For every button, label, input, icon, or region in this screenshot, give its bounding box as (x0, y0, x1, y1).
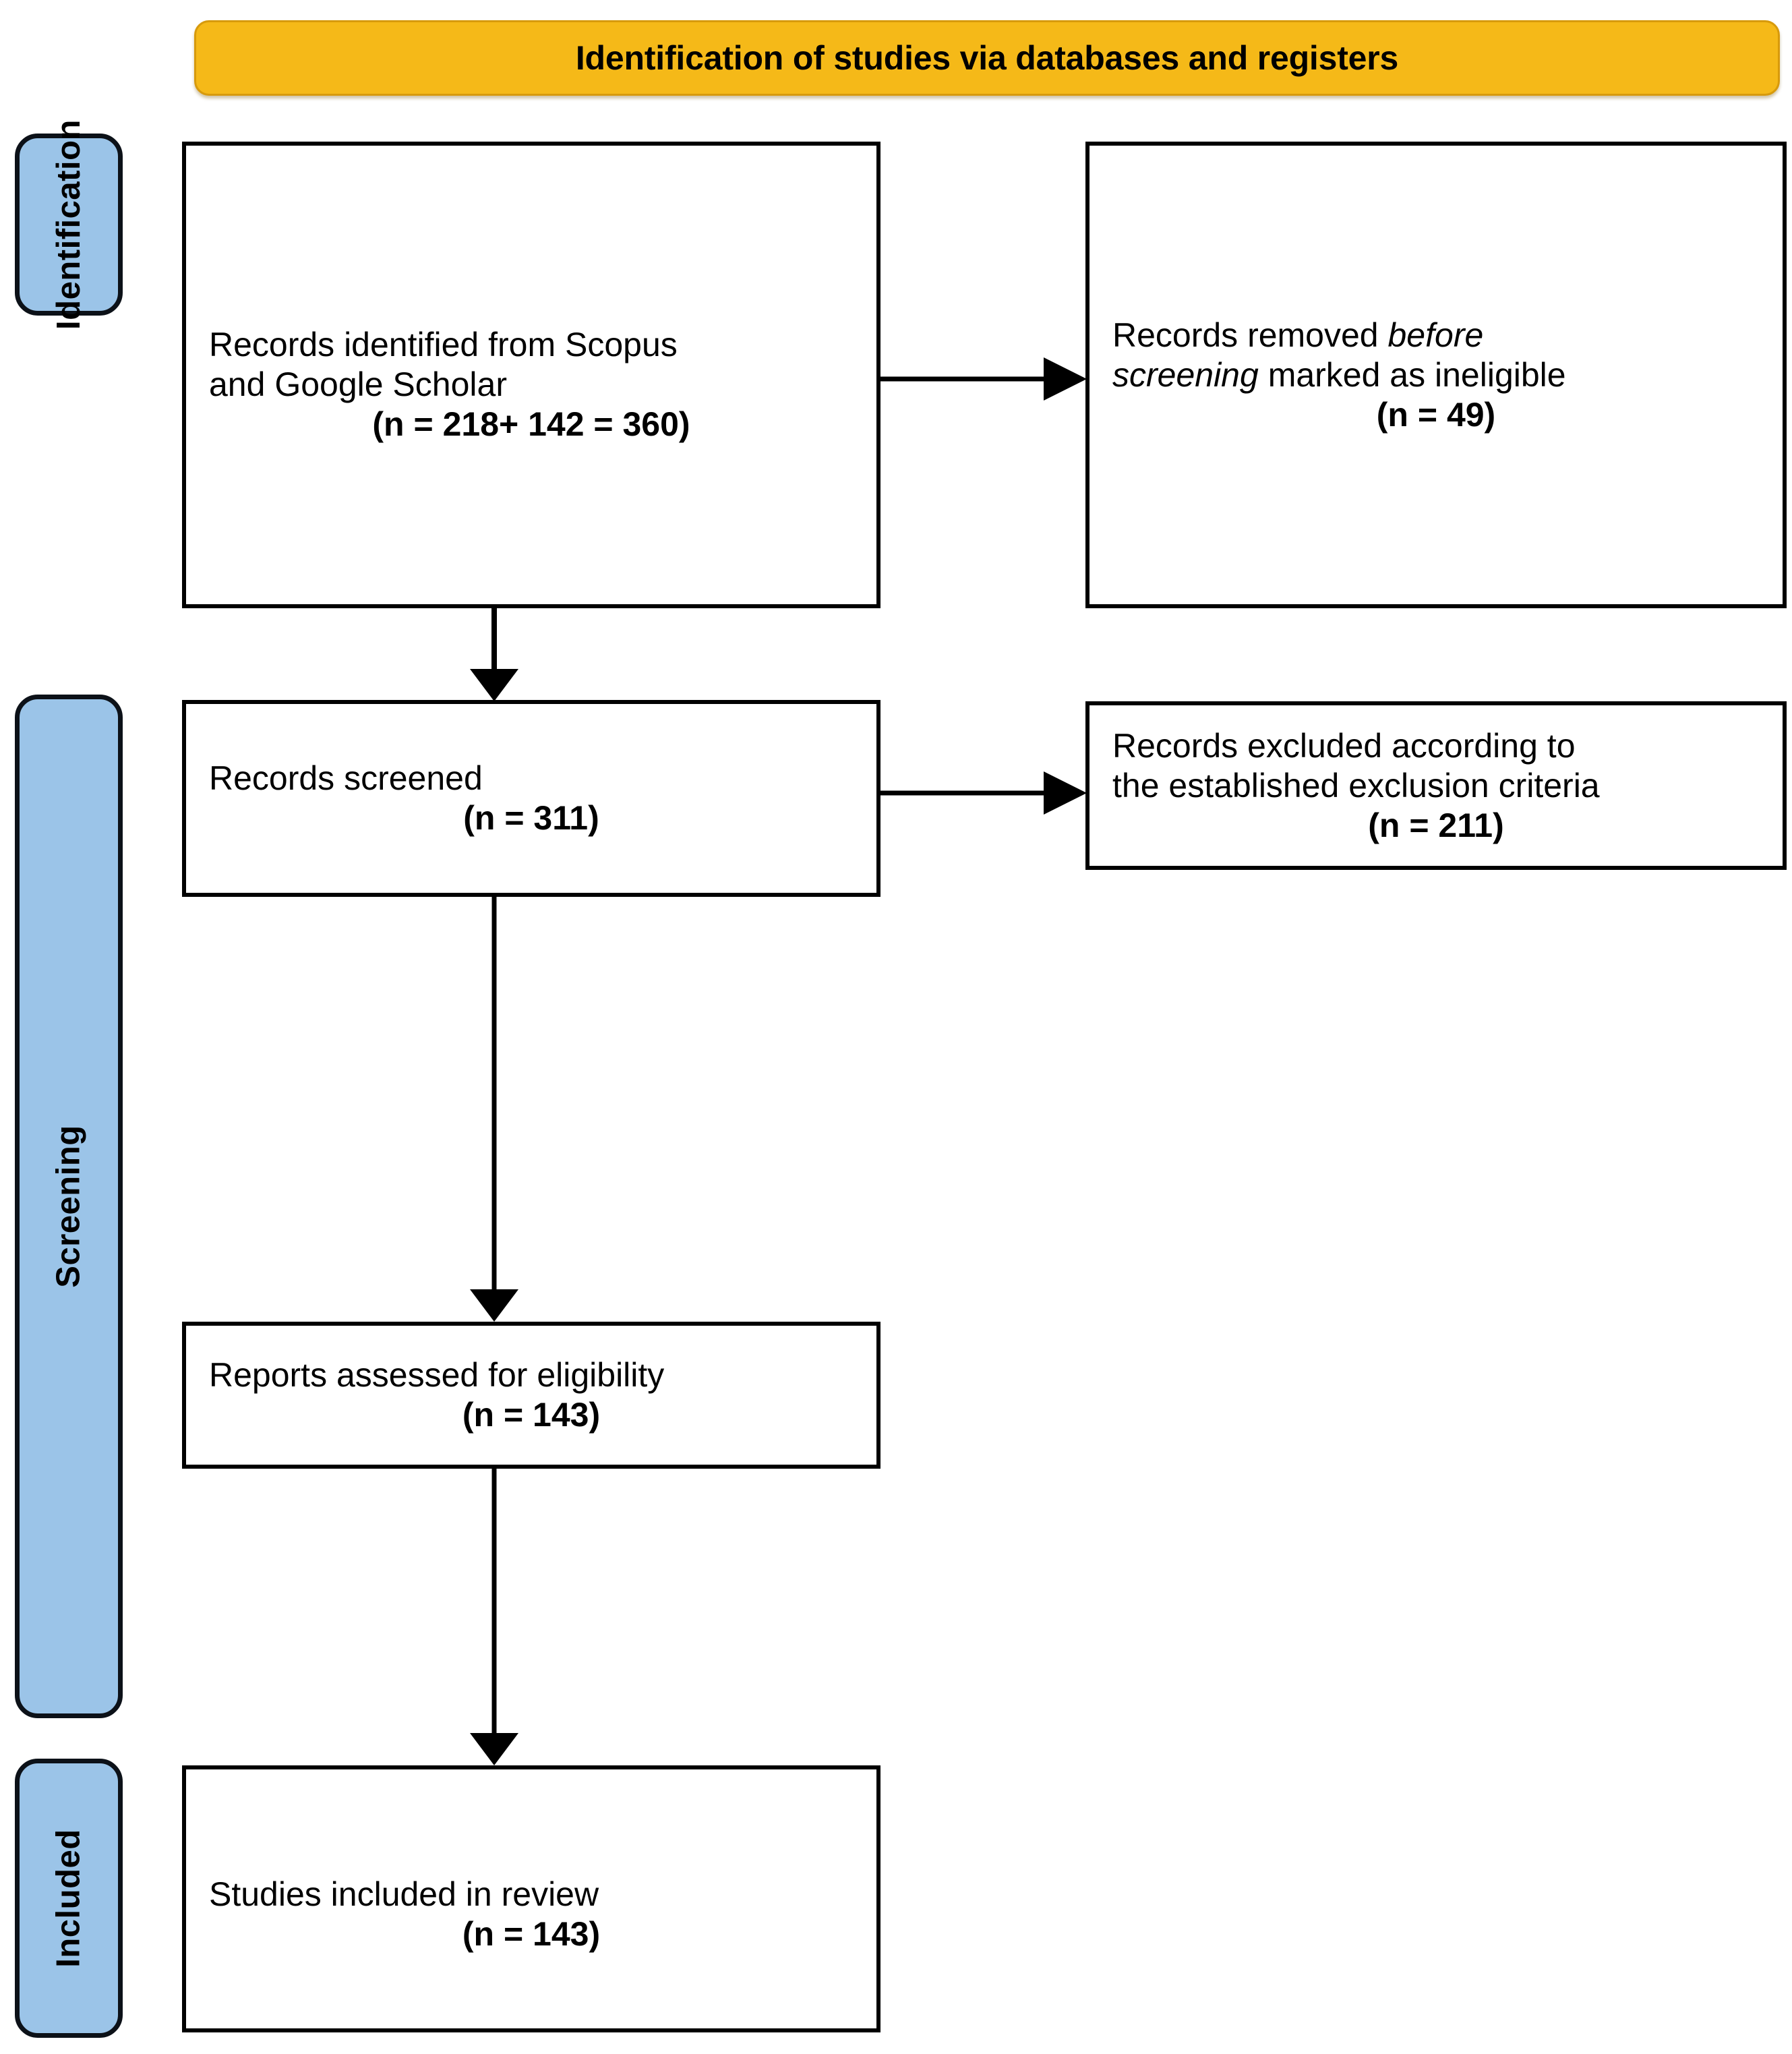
box-records-removed-italic-screening: screening (1112, 355, 1259, 394)
box-records-removed-line1: Records removed before (1112, 316, 1760, 355)
box-reports-assessed-eligibility: Reports assessed for eligibility (n = 14… (182, 1322, 880, 1469)
box-reports-assessed-eligibility-line1: Reports assessed for eligibility (209, 1356, 665, 1394)
diagram-header-banner: Identification of studies via databases … (194, 20, 1780, 96)
box-records-removed-count: (n = 49) (1376, 395, 1496, 434)
box-records-excluded-count: (n = 211) (1368, 806, 1504, 844)
arrow-identified-to-screened-icon (470, 608, 518, 701)
phase-label-included: Included (15, 1759, 123, 2038)
box-records-screened-count: (n = 311) (463, 799, 599, 837)
phase-label-identification: Identification (15, 119, 123, 330)
box-records-excluded-line2: the established exclusion criteria (1112, 766, 1600, 804)
box-studies-included: Studies included in review (n = 143) (182, 1765, 880, 2032)
box-records-removed: Records removed before screening marked … (1085, 142, 1787, 608)
box-records-removed-line2: screening marked as ineligible (1112, 355, 1760, 395)
phase-label-included-text: Included (51, 1829, 87, 1968)
phase-label-screening-text: Screening (51, 1125, 88, 1288)
box-reports-assessed-eligibility-count: (n = 143) (462, 1396, 601, 1434)
phase-label-identification-text: Identification (51, 119, 88, 330)
box-records-identified: Records identified from Scopus and Googl… (182, 142, 880, 608)
arrow-identified-to-removed-icon (880, 357, 1087, 401)
box-studies-included-line1: Studies included in review (209, 1875, 599, 1913)
arrow-screened-to-eligibility-icon (470, 897, 518, 1322)
box-records-removed-pre: Records removed (1112, 316, 1388, 354)
box-records-identified-count: (n = 218+ 142 = 360) (372, 405, 690, 443)
diagram-title: Identification of studies via databases … (575, 38, 1399, 77)
box-records-excluded: Records excluded according to the establ… (1085, 701, 1787, 870)
box-records-removed-post: marked as ineligible (1258, 355, 1566, 394)
box-studies-included-count: (n = 143) (462, 1915, 601, 1953)
box-records-identified-line1: Records identified from Scopus (209, 325, 678, 363)
arrow-screened-to-excluded-icon (880, 771, 1087, 815)
box-records-screened: Records screened (n = 311) (182, 700, 880, 897)
box-records-identified-line2: and Google Scholar (209, 365, 507, 403)
box-records-removed-italic-before: before (1387, 316, 1484, 354)
box-records-screened-line1: Records screened (209, 759, 483, 797)
phase-label-screening: Screening (15, 695, 123, 1718)
box-records-excluded-line1: Records excluded according to (1112, 726, 1576, 765)
arrow-eligibility-to-included-icon (470, 1469, 518, 1765)
